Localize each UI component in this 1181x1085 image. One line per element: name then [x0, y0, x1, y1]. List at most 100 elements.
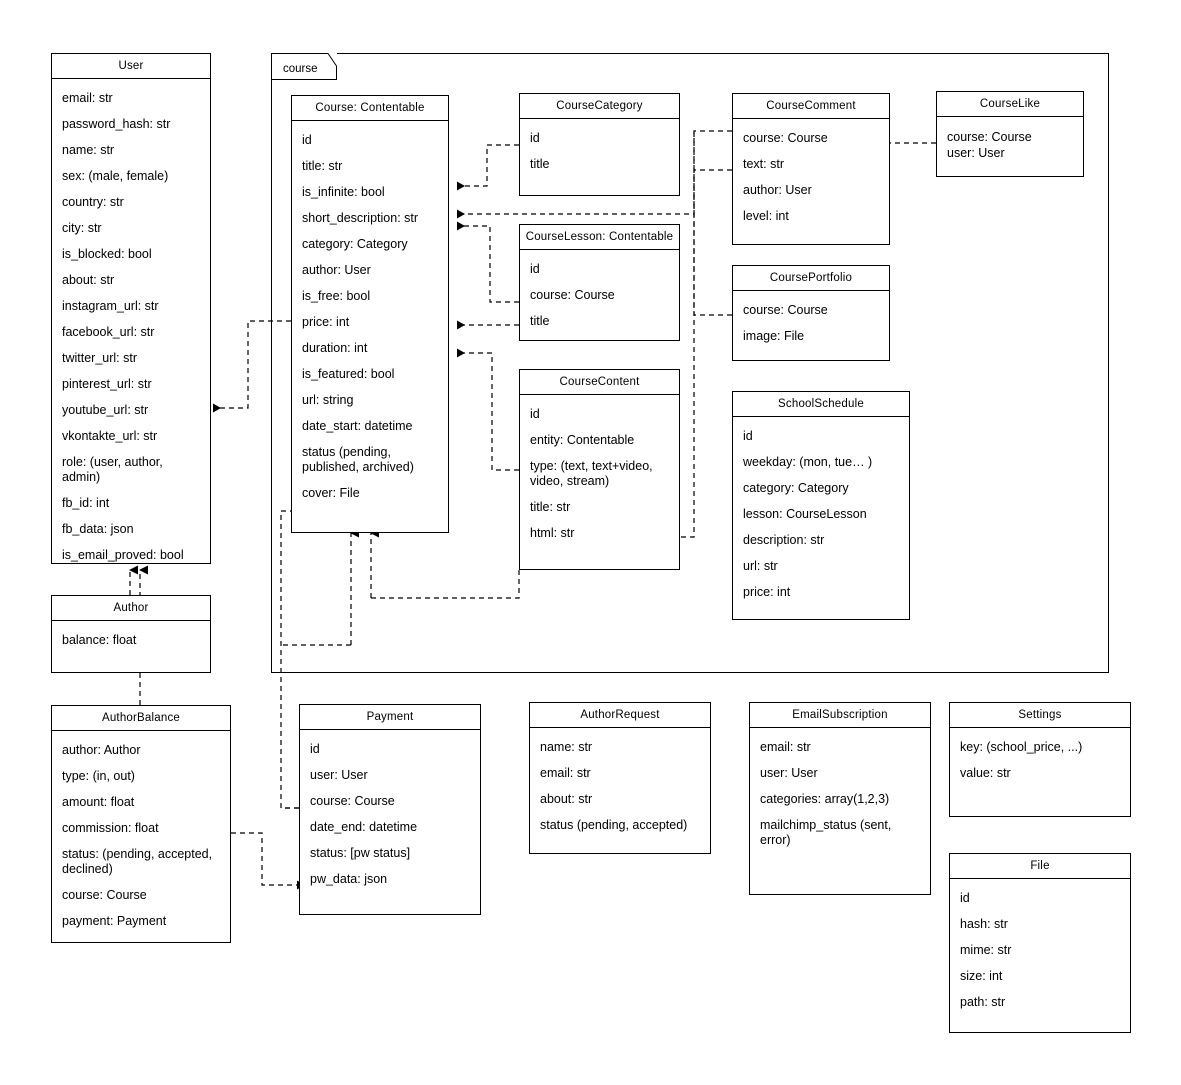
class-body-author: balance: float: [52, 621, 210, 658]
class-box-course-category[interactable]: CourseCategory id title: [519, 93, 680, 196]
class-box-settings[interactable]: Settings key: (school_price, ...) value:…: [949, 702, 1131, 817]
attribute: id: [302, 133, 312, 147]
attribute: lesson: CourseLesson: [743, 507, 867, 521]
class-box-file[interactable]: File id hash: str mime: str size: int pa…: [949, 853, 1131, 1033]
attribute: title: str: [302, 159, 343, 173]
attribute: price: int: [743, 585, 791, 599]
attribute: type: (in, out): [62, 769, 135, 783]
class-box-author-balance[interactable]: AuthorBalance author: Author type: (in, …: [51, 705, 231, 943]
class-title-user: User: [52, 54, 210, 79]
attribute: id: [960, 891, 970, 905]
attribute: date_end: datetime: [310, 820, 418, 834]
class-body-course-lesson: id course: Course title: [520, 250, 679, 339]
attribute: email: str: [540, 766, 591, 780]
attribute: id: [743, 429, 753, 443]
attribute: mailchimp_status (sent, error): [760, 818, 892, 847]
attribute: status: [pw status]: [310, 846, 411, 860]
attribute: price: int: [302, 315, 350, 329]
package-course-label: course: [283, 63, 318, 75]
attribute: duration: int: [302, 341, 368, 355]
class-title-course: Course: Contentable: [292, 96, 448, 121]
attribute: balance: float: [62, 633, 137, 647]
attribute: about: str: [540, 792, 593, 806]
class-box-author[interactable]: Author balance: float: [51, 595, 211, 673]
attribute: twitter_url: str: [62, 351, 138, 365]
attribute: fb_data: json: [62, 522, 134, 536]
attribute: course: Course: [530, 288, 615, 302]
class-title-author-request: AuthorRequest: [530, 703, 710, 728]
class-body-payment: id user: User course: Course date_end: d…: [300, 730, 480, 897]
class-title-email-subscription: EmailSubscription: [750, 703, 930, 728]
attribute: user: User: [310, 768, 368, 782]
class-box-email-subscription[interactable]: EmailSubscription email: str user: User …: [749, 702, 931, 895]
attribute: is_email_proved: bool: [62, 548, 184, 562]
attribute: title: str: [530, 500, 571, 514]
attribute: url: str: [743, 559, 778, 573]
attribute: title: [530, 157, 550, 171]
class-box-course-content[interactable]: CourseContent id entity: Contentable typ…: [519, 369, 680, 570]
attribute: description: str: [743, 533, 825, 547]
attribute: date_start: datetime: [302, 419, 413, 433]
attribute: status (pending, published, archived): [302, 445, 414, 474]
attribute: user: User: [947, 146, 1005, 160]
attribute: value: str: [960, 766, 1011, 780]
attribute: is_featured: bool: [302, 367, 395, 381]
attribute: fb_id: int: [62, 496, 110, 510]
attribute: payment: Payment: [62, 914, 167, 928]
class-body-course-content: id entity: Contentable type: (text, text…: [520, 395, 679, 551]
class-box-user[interactable]: User email: str password_hash: str name:…: [51, 53, 211, 564]
class-box-author-request[interactable]: AuthorRequest name: str email: str about…: [529, 702, 711, 854]
class-body-school-schedule: id weekday: (mon, tue… ) category: Categ…: [733, 417, 909, 610]
attribute: course: Course: [62, 888, 147, 902]
class-box-course-portfolio[interactable]: CoursePortfolio course: Course image: Fi…: [732, 265, 890, 361]
class-box-payment[interactable]: Payment id user: User course: Course dat…: [299, 704, 481, 915]
class-title-course-category: CourseCategory: [520, 94, 679, 119]
attribute: amount: float: [62, 795, 135, 809]
class-body-course: id title: str is_infinite: bool short_de…: [292, 121, 448, 511]
attribute: email: str: [760, 740, 811, 754]
attribute: course: Course: [743, 131, 828, 145]
class-body-user: email: str password_hash: str name: str …: [52, 79, 210, 573]
attribute: status (pending, accepted): [540, 818, 688, 832]
class-body-email-subscription: email: str user: User categories: array(…: [750, 728, 930, 858]
attribute: pinterest_url: str: [62, 377, 152, 391]
attribute: user: User: [760, 766, 818, 780]
attribute: status: (pending, accepted, declined): [62, 847, 213, 876]
class-box-course[interactable]: Course: Contentable id title: str is_inf…: [291, 95, 449, 533]
class-box-course-comment[interactable]: CourseComment course: Course text: str a…: [732, 93, 890, 245]
attribute: title: [530, 314, 550, 328]
attribute: author: User: [302, 263, 371, 277]
attribute: course: Course: [310, 794, 395, 808]
attribute: course: Course: [947, 130, 1032, 144]
attribute: id: [310, 742, 320, 756]
attribute: city: str: [62, 221, 102, 235]
class-title-school-schedule: SchoolSchedule: [733, 392, 909, 417]
attribute: name: str: [62, 143, 115, 157]
attribute: hash: str: [960, 917, 1008, 931]
class-title-author: Author: [52, 596, 210, 621]
class-body-course-category: id title: [520, 119, 679, 182]
class-title-course-lesson: CourseLesson: Contentable: [520, 225, 679, 250]
class-box-course-lesson[interactable]: CourseLesson: Contentable id course: Cou…: [519, 224, 680, 341]
class-body-file: id hash: str mime: str size: int path: s…: [950, 879, 1130, 1020]
attribute: type: (text, text+video, video, stream): [530, 459, 653, 488]
class-title-settings: Settings: [950, 703, 1130, 728]
attribute: short_description: str: [302, 211, 419, 225]
attribute: path: str: [960, 995, 1006, 1009]
class-box-course-like[interactable]: CourseLike course: Course user: User: [936, 91, 1084, 177]
attribute: size: int: [960, 969, 1003, 983]
attribute: vkontakte_url: str: [62, 429, 158, 443]
attribute: role: (user, author, admin): [62, 455, 163, 484]
class-box-school-schedule[interactable]: SchoolSchedule id weekday: (mon, tue… ) …: [732, 391, 910, 620]
attribute: html: str: [530, 526, 575, 540]
class-title-course-content: CourseContent: [520, 370, 679, 395]
attribute: url: string: [302, 393, 354, 407]
attribute: categories: array(1,2,3): [760, 792, 890, 806]
class-title-course-like: CourseLike: [937, 92, 1083, 117]
attribute: image: File: [743, 329, 805, 343]
attribute: facebook_url: str: [62, 325, 155, 339]
attribute: id: [530, 407, 540, 421]
attribute: level: int: [743, 209, 789, 223]
attribute: course: Course: [743, 303, 828, 317]
